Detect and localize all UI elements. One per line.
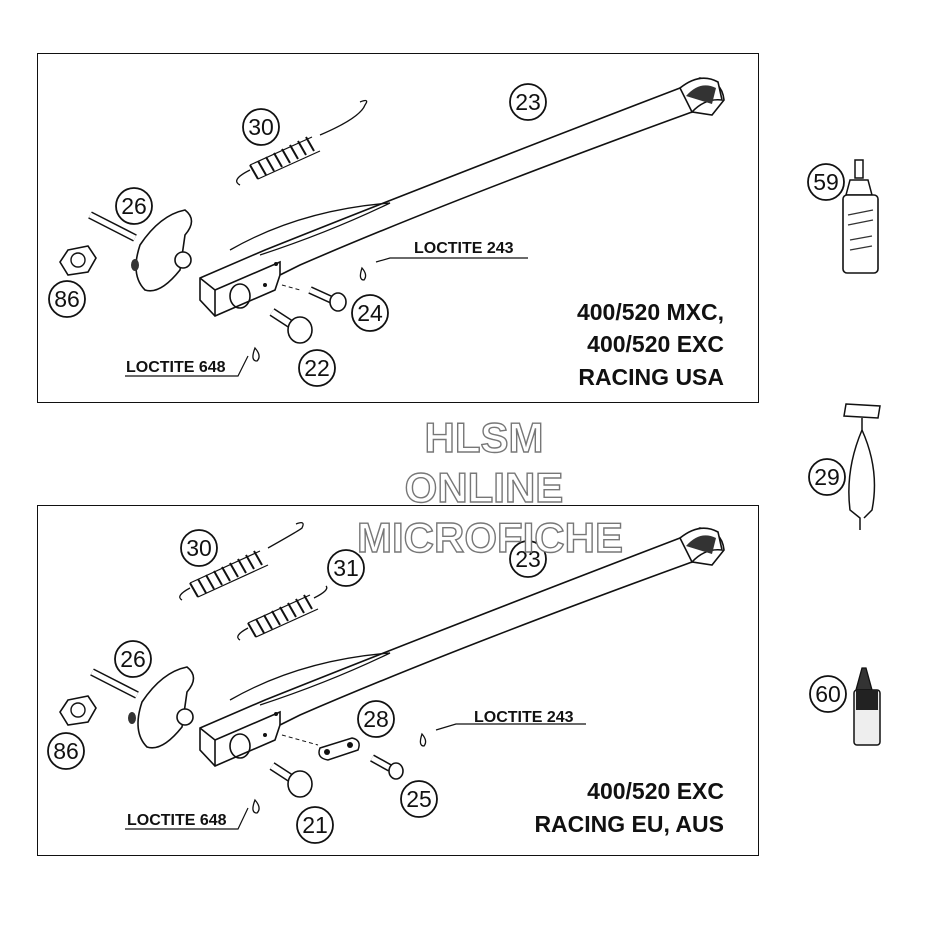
screw-25-bottom: [370, 754, 404, 780]
spring-30-top: [236, 99, 368, 186]
callout-24-top: 24: [351, 294, 389, 332]
model-line-2-top: 400/520 EXC: [587, 331, 724, 357]
screw-24-top: [281, 284, 347, 312]
svg-text:28: 28: [363, 706, 389, 732]
loctite-243-label-top: LOCTITE 243: [414, 240, 514, 257]
callout-28-bottom: 28: [357, 700, 395, 738]
screw-21-bottom: [269, 762, 313, 798]
side-stand-23-top: [199, 77, 725, 317]
spring-31-bottom: [237, 585, 328, 641]
callout-23-top: 23: [509, 83, 547, 121]
top-panel-art: [59, 77, 725, 377]
pivot-26-top: [88, 209, 193, 292]
svg-text:86: 86: [53, 738, 79, 764]
svg-text:86: 86: [54, 286, 80, 312]
svg-text:31: 31: [333, 555, 359, 581]
model-line-1-top: 400/520 MXC,: [577, 299, 724, 325]
callout-86-bottom: 86: [47, 732, 85, 770]
drop-icon: [419, 732, 427, 747]
loctite-243-label-bottom: LOCTITE 243: [474, 709, 574, 726]
callout-26-bottom: 26: [114, 640, 152, 678]
plate-28-bottom: [281, 734, 360, 761]
svg-text:60: 60: [815, 681, 841, 707]
loctite-tube-60: 60: [809, 667, 881, 746]
callout-86-top: 86: [48, 280, 86, 318]
callout-30-top: 30: [242, 108, 280, 146]
nut-86-top: [59, 245, 97, 276]
screw-22-top: [269, 308, 313, 344]
nut-86-bottom: [59, 695, 97, 726]
svg-text:30: 30: [248, 114, 274, 140]
svg-text:26: 26: [120, 646, 146, 672]
svg-text:59: 59: [813, 169, 839, 195]
callout-23-bottom: 23: [509, 540, 547, 578]
callout-31-bottom: 31: [327, 549, 365, 587]
watermark-line-2: ONLINE: [405, 464, 564, 511]
spring-30-bottom: [179, 522, 304, 601]
tool-29: 29: [808, 403, 881, 530]
svg-text:23: 23: [515, 546, 541, 572]
svg-text:24: 24: [357, 300, 383, 326]
callout-22-top: 22: [298, 349, 336, 387]
loctite-648-label-bottom: LOCTITE 648: [127, 812, 227, 829]
callout-26-top: 26: [115, 187, 153, 225]
svg-text:22: 22: [304, 355, 330, 381]
callout-25-bottom: 25: [400, 780, 438, 818]
bottom-panel-art: [59, 522, 725, 830]
drop-icon: [252, 346, 260, 362]
drop-icon: [252, 798, 260, 814]
callout-30-bottom: 30: [180, 529, 218, 567]
svg-text:21: 21: [302, 812, 328, 838]
watermark-line-3: MICROFICHE: [357, 514, 623, 561]
drop-icon: [359, 266, 367, 281]
svg-text:23: 23: [515, 89, 541, 115]
model-line-2-bottom: RACING EU, AUS: [534, 811, 724, 837]
svg-text:30: 30: [186, 535, 212, 561]
side-stand-23-bottom: [199, 527, 725, 767]
callout-21-bottom: 21: [296, 806, 334, 844]
model-line-3-top: RACING USA: [578, 364, 724, 390]
model-line-1-bottom: 400/520 EXC: [587, 778, 724, 804]
loctite-648-label-top: LOCTITE 648: [126, 359, 226, 376]
loctite-bottle-59: 59: [807, 159, 879, 274]
watermark-line-1: HLSM: [425, 414, 544, 461]
pivot-26-bottom: [90, 666, 195, 749]
svg-text:26: 26: [121, 193, 147, 219]
svg-text:25: 25: [406, 786, 432, 812]
svg-text:29: 29: [814, 464, 840, 490]
